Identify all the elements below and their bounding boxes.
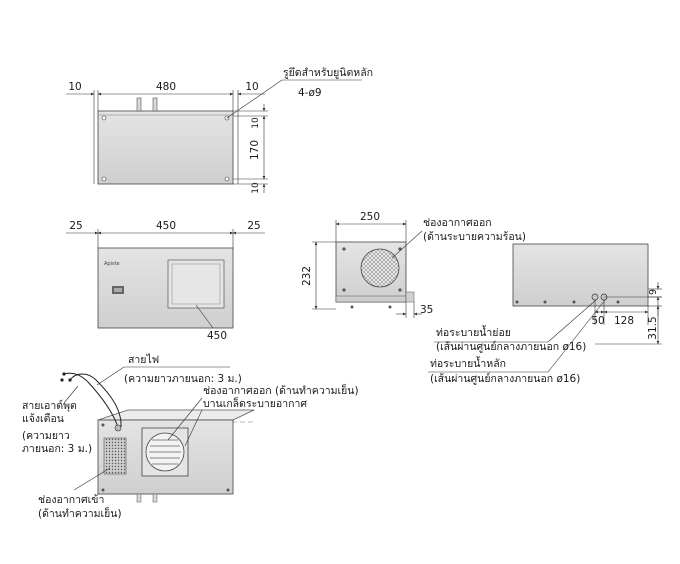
side-dim-bottom: 35 (420, 304, 433, 316)
top-view-pipe-left (136, 97, 142, 112)
front-dim-width: 450 (156, 220, 176, 232)
label-alarm-2: แจ้งเตือน (22, 412, 64, 425)
rear-dim-9: 9 (648, 289, 659, 295)
label-exhaust-2: (ด้านระบายความร้อน) (423, 231, 526, 243)
top-dim-left: 10 (68, 81, 81, 93)
rear-dim-31-5: 31.5 (647, 316, 659, 339)
rear-view: 9 50 128 31.5 ท่อระบายน้ำย่อย (เส้นผ่านศ… (428, 243, 662, 385)
mount-hole (101, 115, 107, 121)
side-dim-width: 250 (360, 211, 380, 223)
rear-view-body (512, 243, 649, 307)
front-dim-panel: 450 (207, 330, 227, 342)
top-view-pipe-right (152, 97, 158, 112)
label-inlet-2: (ด้านทำความเย็น) (38, 506, 122, 520)
label-drain-sub-2: (เส้นผ่านศูนย์กลางภายนอก ø16) (436, 340, 586, 353)
label-inlet-1: ช่องอากาศเข้า (38, 494, 104, 506)
top-dim-v-top: 10 (251, 117, 261, 129)
side-view: 250 232 35 ช่องอากาศออก (ด้านระบายความร้… (301, 211, 526, 318)
label-drain-main-1: ท่อระบายน้ำหลัก (430, 356, 506, 370)
front-dim-right: 25 (247, 220, 260, 232)
label-exhaust-1: ช่องอากาศออก (423, 217, 492, 229)
front-view-panel (167, 259, 225, 309)
top-view-body (97, 110, 234, 185)
label-outlet-2: บานเกล็ดระบายอากาศ (203, 396, 307, 410)
top-view: 10 480 10 10 170 10 รูยึดสำหรับยูนิตหลัก… (66, 67, 373, 194)
mount-hole (101, 176, 107, 182)
front-view-badge: Apiste (104, 261, 120, 267)
rear-dim-50: 50 (591, 315, 604, 327)
iso-view-pipe (136, 493, 142, 503)
iso-view-top-face (97, 409, 255, 421)
top-dim-v-bot: 10 (251, 182, 261, 194)
side-dim-height: 232 (301, 266, 313, 286)
label-alarm-1: สายเอาต์พุต (22, 399, 77, 412)
label-mounting-holes: รูยึดสำหรับยูนิตหลัก (283, 67, 373, 79)
top-dim-width: 480 (156, 81, 176, 93)
front-view: Apiste 25 450 25 450 (66, 220, 265, 342)
mount-hole (224, 176, 230, 182)
top-dim-right: 10 (245, 81, 258, 93)
label-power-cable-1: สายไฟ (128, 353, 159, 366)
drain-pipe-sub (591, 293, 599, 301)
label-hole-count: 4-ø9 (298, 87, 322, 99)
side-view-duct (405, 291, 415, 303)
rear-dim-128: 128 (614, 315, 634, 327)
power-cable (63, 372, 119, 428)
label-drain-sub-1: ท่อระบายน้ำย่อย (436, 325, 511, 339)
label-drain-main-2: (เส้นผ่านศูนย์กลางภายนอก ø16) (430, 372, 580, 385)
label-alarm-3: (ความยาว (22, 430, 70, 442)
iso-view-inlet-vent (103, 437, 127, 475)
label-alarm-4: ภายนอก: 3 ม.) (22, 443, 92, 455)
iso-view: สายไฟ (ความยาวภายนอก: 3 ม.) สายเอาต์พุต … (22, 353, 359, 520)
label-outlet-1: ช่องอากาศออก (ด้านทำความเย็น) (203, 383, 359, 397)
front-dim-left: 25 (69, 220, 82, 232)
alarm-cable (69, 373, 122, 428)
label-power-cable-2: (ความยาวภายนอก: 3 ม.) (124, 373, 242, 385)
top-dim-v-mid: 170 (249, 140, 261, 160)
side-view-fan-grille (360, 248, 400, 288)
